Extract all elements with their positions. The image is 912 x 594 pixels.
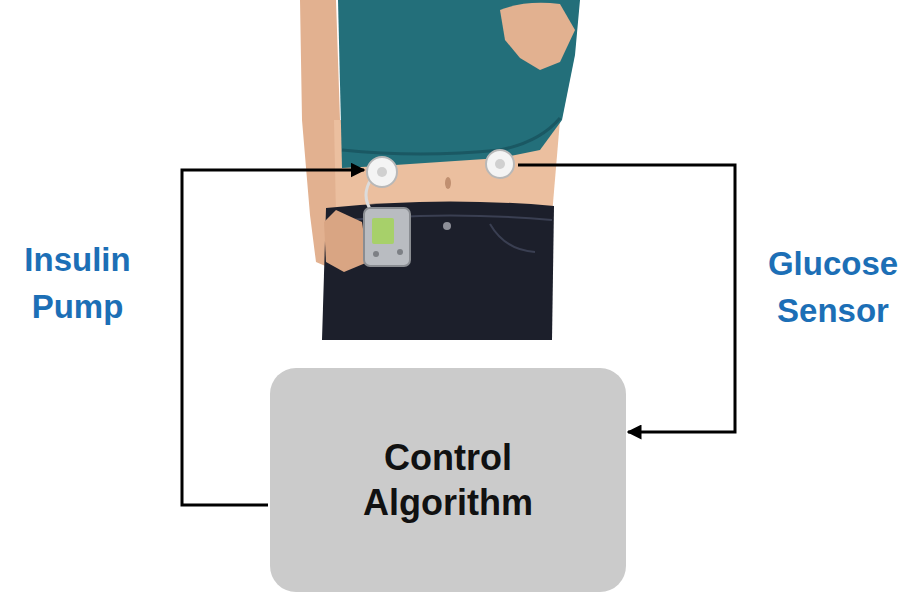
pump-button [373,251,379,257]
shirt [338,0,580,168]
pump-screen [372,218,394,244]
navel [445,177,451,189]
pocket-seam [490,224,535,252]
shirt-hem [342,118,560,154]
sensor-center [495,159,505,169]
waistband-seam [328,215,552,222]
insulin-pump [364,208,410,266]
device-label: Glucose Sensor [758,240,908,334]
loop-label-holder: Glucose Sensor [758,240,908,334]
box-title: Control Algorithm [338,435,558,525]
pump-button [397,249,403,255]
infusion-site [367,157,397,187]
device-label: Insulin Pump [10,236,145,330]
process-box: Control Algorithm [270,368,626,592]
hand [324,210,368,272]
glucose-sensor [486,150,514,178]
loop-label-holder: Insulin Pump [10,236,145,330]
jeans [322,201,554,340]
infusion-site-center [377,167,387,177]
hand [500,3,575,70]
jeans-button [443,222,451,230]
